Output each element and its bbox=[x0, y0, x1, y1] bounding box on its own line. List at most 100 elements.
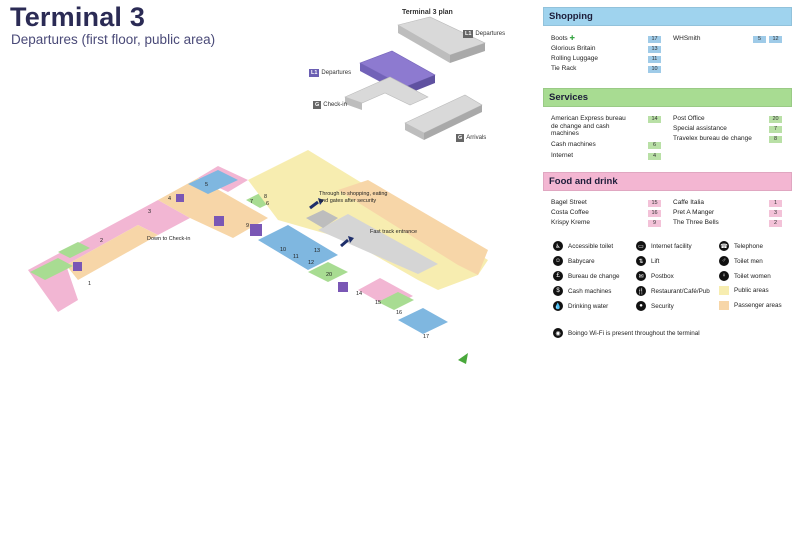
food-panel-title: Food and drink bbox=[543, 172, 792, 191]
legend-item: Passenger areas bbox=[719, 301, 782, 310]
map-label-fast-track: Fast track entrance bbox=[370, 229, 418, 235]
public-area-corridor bbox=[158, 178, 268, 238]
unit-number: 1 bbox=[88, 281, 91, 287]
page-title: Terminal 3 bbox=[10, 2, 146, 32]
list-item: Tie Rack bbox=[551, 65, 577, 72]
unit-number: 15 bbox=[375, 300, 381, 306]
unit-badge: 3 bbox=[769, 210, 782, 217]
level-code: G bbox=[456, 134, 465, 142]
unit-badge: 16 bbox=[648, 210, 661, 217]
terminal-plan-diagram bbox=[344, 16, 486, 140]
postbox-icon: ✉ bbox=[636, 271, 646, 281]
legend-item: ♿Accessible toilet bbox=[553, 241, 613, 251]
wifi-icon: ◉ bbox=[553, 328, 563, 338]
unit-badge: 4 bbox=[648, 153, 661, 160]
list-item: American Express bureau de change and ca… bbox=[551, 115, 626, 137]
map-label-through-shopping: Through to shopping, eating and gates af… bbox=[319, 191, 388, 204]
unit-badge: 6 bbox=[648, 142, 661, 149]
level-name: Arrivals bbox=[466, 135, 487, 141]
services-panel: Services American Express bureau de chan… bbox=[543, 88, 792, 172]
list-item: WHSmith bbox=[673, 35, 701, 42]
pharmacy-cross-icon: ✚ bbox=[569, 35, 575, 42]
unit-badge: 2 bbox=[769, 220, 782, 227]
list-item: Travelex bureau de change bbox=[673, 135, 752, 142]
list-item: Internet bbox=[551, 152, 574, 159]
unit-number: 11 bbox=[293, 254, 299, 260]
services-list: American Express bureau de change and ca… bbox=[543, 107, 792, 172]
unit-number: 20 bbox=[326, 272, 332, 278]
security-icon: ● bbox=[636, 301, 646, 311]
plan-label-l1-departures: L1 Departures bbox=[309, 69, 351, 77]
public-area-left-wing bbox=[28, 200, 190, 312]
passenger-area-right bbox=[338, 180, 488, 275]
unit-number: 4 bbox=[168, 196, 171, 202]
unit-number: 17 bbox=[423, 334, 429, 340]
arrow-fast-track bbox=[340, 238, 349, 248]
legend-item: 🍴Restaurant/Café/Pub bbox=[636, 286, 710, 296]
unit-number: 10 bbox=[280, 247, 286, 253]
plan-label-g-arrivals: G Arrivals bbox=[456, 134, 486, 142]
unit-badge: 10 bbox=[648, 66, 661, 73]
legend-item: ☺Babycare bbox=[553, 256, 595, 266]
level-code: L1 bbox=[309, 69, 320, 77]
shopping-list: Boots ✚ 17 Glorious Britain 13 Rolling L… bbox=[543, 26, 792, 81]
security-zone bbox=[318, 214, 438, 274]
unit-number: 13 bbox=[314, 248, 320, 254]
unit-badge: 9 bbox=[648, 220, 661, 227]
legend-item: Public areas bbox=[719, 286, 769, 295]
list-item: Boots ✚ bbox=[551, 35, 575, 42]
unit-number: 2 bbox=[100, 238, 103, 244]
unit-badge: 13 bbox=[648, 46, 661, 53]
unit-badge: 12 bbox=[769, 36, 782, 43]
shop-block-5 bbox=[188, 170, 238, 194]
shopping-panel: Shopping Boots ✚ 17 Glorious Britain 13 … bbox=[543, 7, 792, 81]
toilet-men-icon: ♂ bbox=[719, 256, 729, 266]
legend-item: £Bureau de change bbox=[553, 271, 619, 281]
unit-number: 6 bbox=[266, 201, 269, 207]
wifi-note: ◉ Boingo Wi-Fi is present throughout the… bbox=[553, 328, 700, 338]
level-name: Check-in bbox=[323, 102, 347, 108]
legend-item: $Cash machines bbox=[553, 286, 611, 296]
unit-number: 7 bbox=[250, 199, 253, 205]
unit-badge: 17 bbox=[648, 36, 661, 43]
passenger-area-left bbox=[66, 225, 158, 280]
unit-badge: 14 bbox=[648, 116, 661, 123]
shop-block-17 bbox=[398, 308, 448, 334]
map-legend: ♿Accessible toilet ☺Babycare £Bureau de … bbox=[553, 241, 793, 341]
legend-item: ✉Postbox bbox=[636, 271, 674, 281]
unit-number: 16 bbox=[396, 310, 402, 316]
unit-badge: 20 bbox=[769, 116, 782, 123]
list-item: Bagel Street bbox=[551, 199, 587, 206]
exit-arrow bbox=[458, 353, 468, 364]
legend-item: ●Security bbox=[636, 301, 674, 311]
toilet-women-icon: ♀ bbox=[719, 271, 729, 281]
legend-item: ⇅Lift bbox=[636, 256, 659, 266]
page-subtitle: Departures (first floor, public area) bbox=[11, 32, 216, 47]
plan-label-g-checkin: G Check-in bbox=[313, 101, 347, 109]
list-item: Caffe Italia bbox=[673, 199, 704, 206]
map-label-down-checkin: Down to Check-in bbox=[147, 236, 191, 242]
level-name: Departures bbox=[475, 31, 506, 37]
legend-item: ☎Telephone bbox=[719, 241, 764, 251]
unit-badge: 8 bbox=[769, 136, 782, 143]
plan-label-l1-top: L1 Departures bbox=[463, 30, 505, 38]
service-block-20 bbox=[308, 262, 348, 282]
shop-block-10-13 bbox=[258, 225, 338, 270]
level-name: Departures bbox=[321, 70, 352, 76]
computer-icon: ▭ bbox=[636, 241, 646, 251]
level-code: L1 bbox=[463, 30, 474, 38]
list-item: Post Office bbox=[673, 115, 705, 122]
lift-marker bbox=[214, 216, 224, 226]
food-panel: Food and drink Bagel Street 15 Costa Cof… bbox=[543, 172, 792, 236]
restaurant-icon: 🍴 bbox=[636, 286, 646, 296]
unit-number: 8 bbox=[264, 194, 267, 200]
unit-badge: 7 bbox=[769, 126, 782, 133]
unit-badge: 15 bbox=[648, 200, 661, 207]
cash-machine-icon: $ bbox=[553, 286, 563, 296]
lift-icon: ⇅ bbox=[636, 256, 646, 266]
food-list: Bagel Street 15 Costa Coffee 16 Krispy K… bbox=[543, 191, 792, 236]
service-block-left bbox=[30, 258, 73, 280]
list-item: Glorious Britain bbox=[551, 45, 596, 52]
services-panel-title: Services bbox=[543, 88, 792, 107]
